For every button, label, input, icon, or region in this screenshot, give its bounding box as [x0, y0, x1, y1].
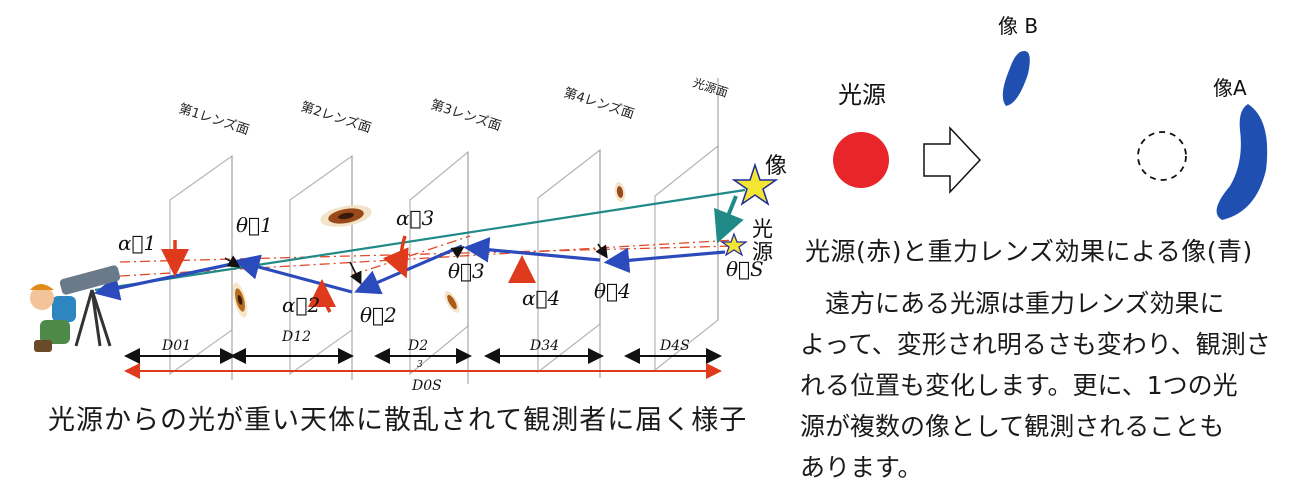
theta-4-label: θ⃗4: [594, 279, 631, 303]
theta-1-label: θ⃗1: [236, 213, 273, 237]
galaxy-icon: [320, 205, 372, 227]
description-line: 源が複数の像として観測されることも: [800, 412, 1225, 441]
right-arrow-icon: [923, 126, 982, 194]
theta-3-label: θ⃗3: [448, 259, 485, 283]
guide-lines: [119, 235, 736, 277]
description-line: あります。: [800, 453, 923, 482]
galaxy-icon: [232, 282, 248, 318]
galaxy-icon: [614, 182, 626, 202]
right-source-label: 光源: [838, 81, 886, 109]
original-position-icon: [1137, 131, 1187, 181]
theta-s-label: θ⃗S: [726, 257, 764, 281]
light-ray: [93, 237, 726, 301]
description-line: よって、変形され明るさも変わり、観測さ: [800, 330, 1271, 359]
source-disk-icon: [833, 132, 889, 188]
deflection-arrows: [161, 235, 536, 313]
telescope-icon: [59, 265, 121, 347]
lensing-diagram: 第1レンズ面 第2レンズ面 第3レンズ面 第4レンズ面 光源面: [30, 14, 1268, 394]
plane-label-1: 第1レンズ面: [177, 101, 251, 139]
distance-label-23: D2: [407, 338, 428, 354]
image-label: 像: [765, 154, 787, 179]
description-line: 遠方にある光源は重力レンズ効果に: [800, 289, 1225, 318]
theta-2-label: θ⃗2: [360, 303, 397, 327]
plane-label-source: 光源面: [691, 76, 730, 100]
offset-arrows: [224, 243, 608, 285]
plane-label-2: 第2レンズ面: [299, 99, 373, 137]
source-star-icon: [720, 232, 748, 257]
description-line: れる位置も変化します。更に、1つの光: [800, 371, 1238, 400]
image-a-shape: [1216, 104, 1268, 220]
apparent-ray: [94, 188, 746, 292]
teal-arrow: [714, 195, 744, 244]
galaxy-icons: [232, 182, 626, 318]
observer-figure: [30, 284, 76, 352]
source-label: 光源: [752, 217, 773, 264]
distance-label-4s: D4S: [659, 338, 690, 354]
right-caption: 光源(赤)と重力レンズ効果による像(青): [805, 237, 1253, 266]
distance-label-34: D34: [529, 338, 559, 354]
distance-label-0s: D0S: [411, 378, 442, 394]
image-b-label: 像 B: [998, 14, 1038, 38]
distance-label-12: D12: [281, 329, 311, 345]
alpha-2-label: α⃗2: [282, 293, 320, 317]
left-caption: 光源からの光が重い天体に散乱されて観測者に届く様子: [48, 405, 748, 436]
alpha-4-label: α⃗4: [522, 286, 560, 310]
image-b-shape: [1002, 50, 1030, 106]
plane-label-3: 第3レンズ面: [429, 97, 503, 135]
image-star-icon: [731, 162, 779, 206]
alpha-1-label: α⃗1: [118, 231, 156, 255]
alpha-3-label: α⃗3: [396, 206, 434, 230]
distance-label-23-sub: 3: [417, 360, 423, 370]
galaxy-icon: [444, 291, 460, 313]
plane-label-4: 第4レンズ面: [562, 85, 636, 123]
distance-label-01: D01: [161, 338, 191, 354]
description-text: 遠方にある光源は重力レンズ効果に よって、変形され明るさも変わり、観測さ れる位…: [800, 283, 1300, 488]
image-a-label: 像A: [1213, 76, 1247, 100]
